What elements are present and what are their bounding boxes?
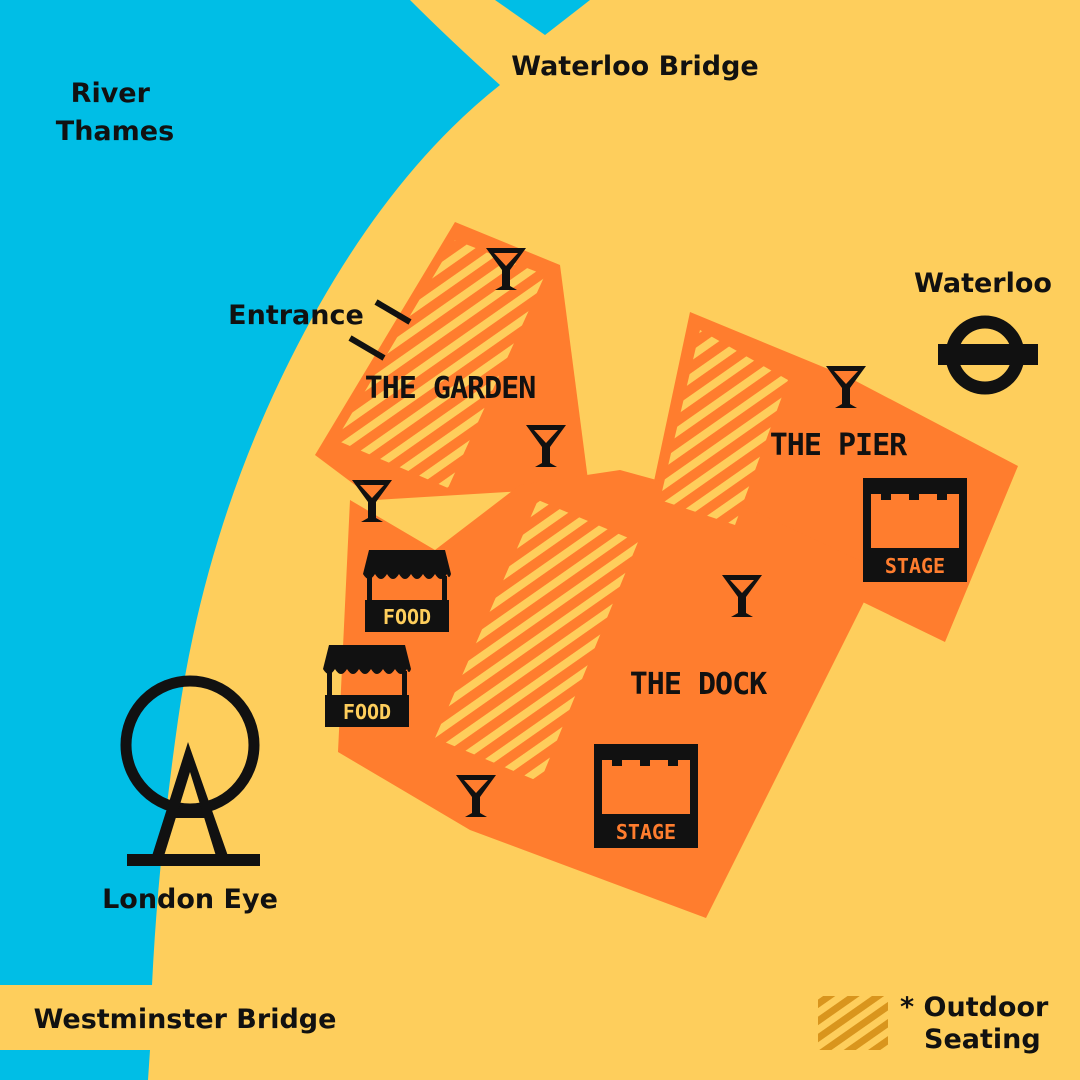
legend-line1: * Outdoor — [900, 992, 1049, 1023]
zone-dock-label: THE DOCK — [630, 667, 767, 702]
seating-dock — [435, 500, 638, 782]
waterloo-station-label: Waterloo — [914, 268, 1052, 299]
food-stall-icon: FOOD — [363, 550, 451, 632]
london-eye-label: London Eye — [102, 884, 278, 915]
zone-garden-label: THE GARDEN — [365, 371, 536, 406]
river-label-line1: River — [71, 78, 151, 109]
river-label: River Thames — [56, 78, 174, 147]
stage-sign: STAGE — [885, 554, 945, 578]
waterloo-bridge-label: Waterloo Bridge — [511, 51, 758, 82]
entrance-marker — [348, 299, 412, 361]
legend-text: * Outdoor Seating — [900, 992, 1058, 1055]
westminster-bridge-label: Westminster Bridge — [34, 1004, 337, 1035]
underground-roundel-icon — [938, 315, 1038, 395]
seating-garden — [336, 240, 545, 488]
stage-icon: STAGE — [594, 744, 698, 848]
zone-pier-label: THE PIER — [770, 428, 908, 463]
legend-seating-swatch — [818, 996, 888, 1050]
ferris-wheel-icon — [120, 675, 260, 866]
river-label-line2: Thames — [56, 116, 174, 147]
legend-line2: Seating — [924, 1024, 1041, 1055]
entrance-label: Entrance — [228, 300, 364, 331]
stage-icon: STAGE — [863, 478, 967, 582]
river-thames — [0, 0, 500, 1080]
food-stall-icon: FOOD — [323, 645, 411, 727]
food-stall-sign: FOOD — [343, 700, 391, 724]
river-thames-upper — [495, 0, 590, 35]
stage-sign: STAGE — [616, 820, 676, 844]
map-legend: * Outdoor Seating — [818, 992, 1058, 1055]
food-stall-sign: FOOD — [383, 605, 431, 629]
seating-pier — [660, 330, 788, 525]
